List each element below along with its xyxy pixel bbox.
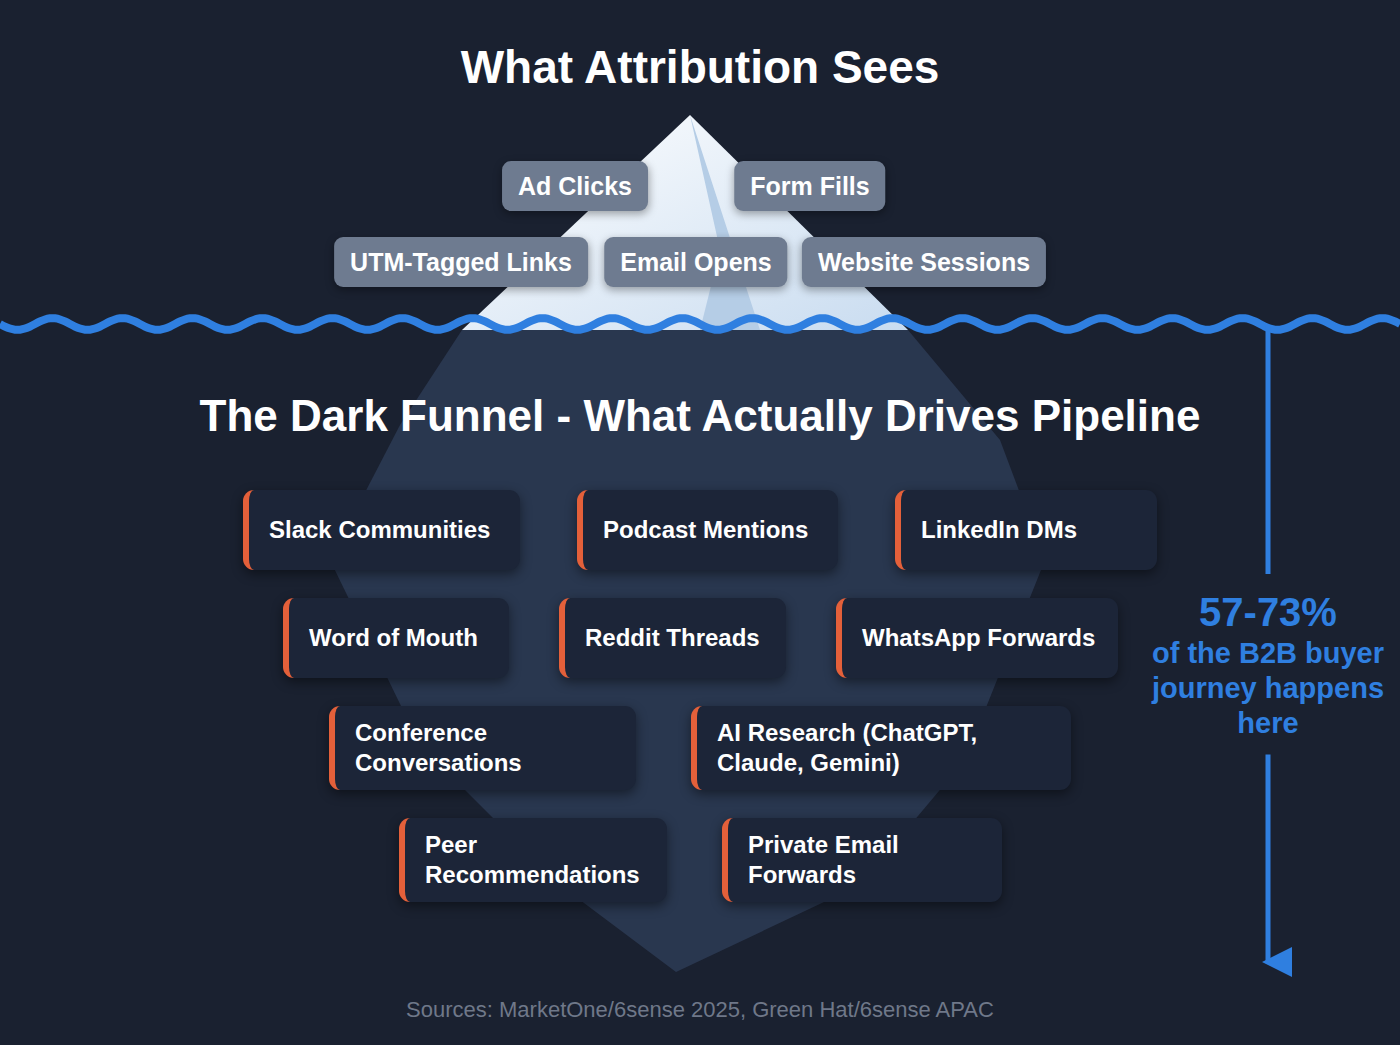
dark-channel-box: Slack Communities [243, 490, 520, 570]
channel-label: WhatsApp Forwards [862, 623, 1095, 653]
caption: Sources: MarketOne/6sense 2025, Green Ha… [0, 997, 1400, 1023]
channel-label: Reddit Threads [585, 623, 760, 653]
waterline [0, 318, 1400, 330]
channel-label: AI Research (ChatGPT, Claude, Gemini) [717, 718, 1053, 778]
dark-channel-box: AI Research (ChatGPT, Claude, Gemini) [691, 706, 1071, 790]
iceberg-tip-shade [690, 115, 760, 330]
tracked-channel-pill: UTM-Tagged Links [334, 237, 588, 287]
channel-label: Word of Mouth [309, 623, 478, 653]
channel-label: Slack Communities [269, 515, 490, 545]
channel-label: LinkedIn DMs [921, 515, 1077, 545]
dark-channel-box: Conference Conversations [329, 706, 636, 790]
depth-arrow [1266, 754, 1271, 962]
stat-text: of the B2B buyer journey happens here [1148, 636, 1388, 740]
dark-channel-box: WhatsApp Forwards [836, 598, 1118, 678]
channel-label: Conference Conversations [355, 718, 618, 778]
tracked-channel-pill: Form Fills [734, 161, 885, 211]
channel-label: Podcast Mentions [603, 515, 808, 545]
dark-channel-box: Private Email Forwards [722, 818, 1002, 902]
channel-label: Ad Clicks [518, 172, 632, 201]
channel-label: Form Fills [750, 172, 869, 201]
dark-channel-box: Podcast Mentions [577, 490, 838, 570]
channel-label: Website Sessions [818, 248, 1030, 277]
title: What Attribution Sees [0, 40, 1400, 94]
dark-channel-box: Reddit Threads [559, 598, 786, 678]
tracked-channel-pill: Ad Clicks [502, 161, 648, 211]
stat-number: 57-73% [1148, 588, 1388, 636]
depth-arrow [1266, 326, 1271, 574]
channel-label: UTM-Tagged Links [350, 248, 572, 277]
iceberg-tip [462, 115, 908, 330]
tracked-channel-pill: Website Sessions [802, 237, 1046, 287]
channel-label: Private Email Forwards [748, 830, 984, 890]
channel-label: Email Opens [620, 248, 771, 277]
dark-channel-box: LinkedIn DMs [895, 490, 1157, 570]
dark-channel-box: Word of Mouth [283, 598, 509, 678]
tracked-channel-pill: Email Opens [604, 237, 787, 287]
dark-channel-box: Peer Recommendations [399, 818, 667, 902]
channel-label: Peer Recommendations [425, 830, 649, 890]
section-heading: The Dark Funnel - What Actually Drives P… [0, 390, 1400, 443]
